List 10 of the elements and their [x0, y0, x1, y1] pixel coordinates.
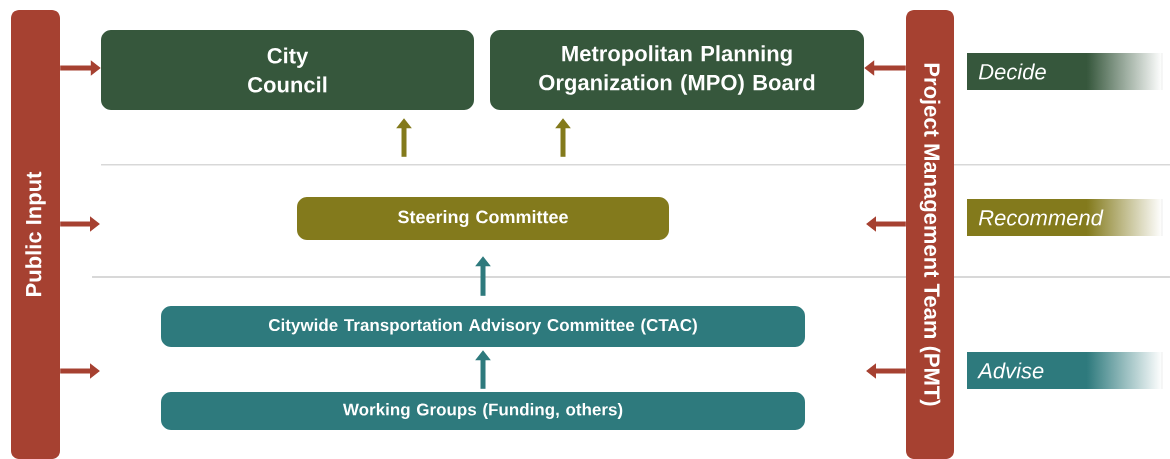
- side-bar: Public Input: [11, 10, 60, 459]
- process-box: Citywide Transportation Advisory Committee (CTAC): [161, 306, 805, 347]
- level-band: Decide: [967, 52, 1163, 91]
- process-box: Metropolitan Planning Organization (MPO) Board: [490, 30, 864, 110]
- process-box: Steering Committee: [297, 197, 669, 240]
- level-band: Advise: [967, 351, 1163, 390]
- process-box: City Council: [101, 30, 474, 110]
- level-band: Recommend: [967, 198, 1163, 237]
- process-box: Working Groups (Funding, others): [161, 392, 805, 430]
- side-bar: Project Management Team (PMT): [906, 10, 954, 459]
